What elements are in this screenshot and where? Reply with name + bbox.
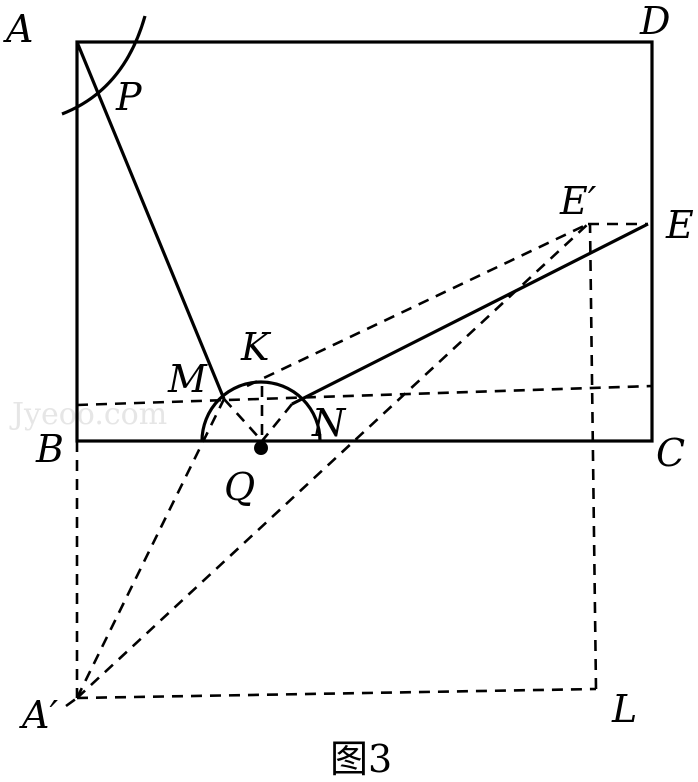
semicircle-q [200, 380, 322, 442]
label-a: A [3, 7, 33, 51]
dashed-aprime-to-m [75, 398, 226, 699]
dashed-l-to-eprime [588, 223, 598, 690]
label-c: C [656, 431, 685, 475]
label-l: L [611, 687, 637, 731]
dashed-aprime-tail [65, 696, 78, 708]
dashed-n-to-q [260, 403, 294, 442]
label-b: B [35, 427, 64, 471]
label-d: D [639, 0, 670, 43]
label-e-prime: E′ [559, 179, 597, 223]
arc-at-p [61, 15, 147, 116]
segment-am [75, 41, 226, 400]
label-q: Q [224, 465, 255, 509]
dashed-k-to-eprime [246, 222, 589, 388]
label-e: E [665, 203, 694, 247]
label-k: K [240, 325, 272, 369]
dashed-aprime-to-eprime [76, 223, 589, 699]
segment-ne [291, 222, 649, 406]
dashed-horizontal-line [76, 384, 653, 407]
label-a-prime: A′ [19, 693, 58, 737]
dashed-aprime-to-l [76, 687, 597, 700]
label-n: N [311, 401, 347, 445]
dashed-m-to-q [223, 398, 263, 442]
figure-caption: 图3 [330, 737, 392, 781]
rectangle-abcd [75, 40, 654, 443]
point-q-dot [254, 441, 268, 455]
label-p: P [115, 75, 143, 119]
label-m: M [167, 357, 208, 401]
